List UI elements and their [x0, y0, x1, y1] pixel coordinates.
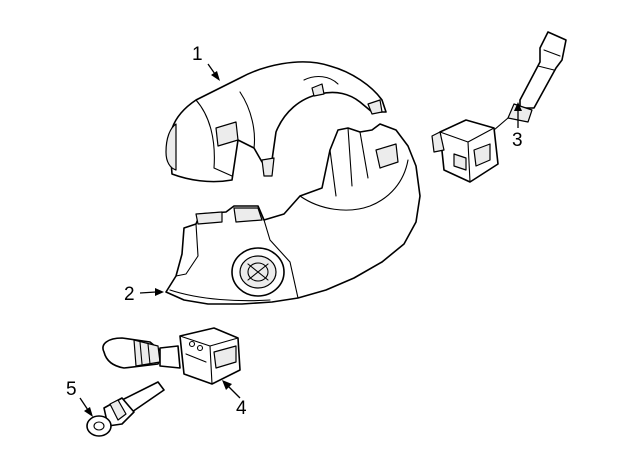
ignition-switch — [102, 327, 241, 385]
callout-5: 5 — [66, 379, 77, 400]
callout-leaders — [79, 63, 522, 417]
callout-1: 1 — [192, 44, 203, 65]
callout-4: 4 — [236, 398, 247, 419]
callout-2: 2 — [124, 284, 135, 305]
lower-shroud — [165, 123, 421, 305]
upper-shroud — [165, 61, 387, 183]
callout-3: 3 — [512, 130, 523, 151]
wiper-switch — [431, 31, 567, 183]
key-cylinder — [86, 381, 165, 437]
